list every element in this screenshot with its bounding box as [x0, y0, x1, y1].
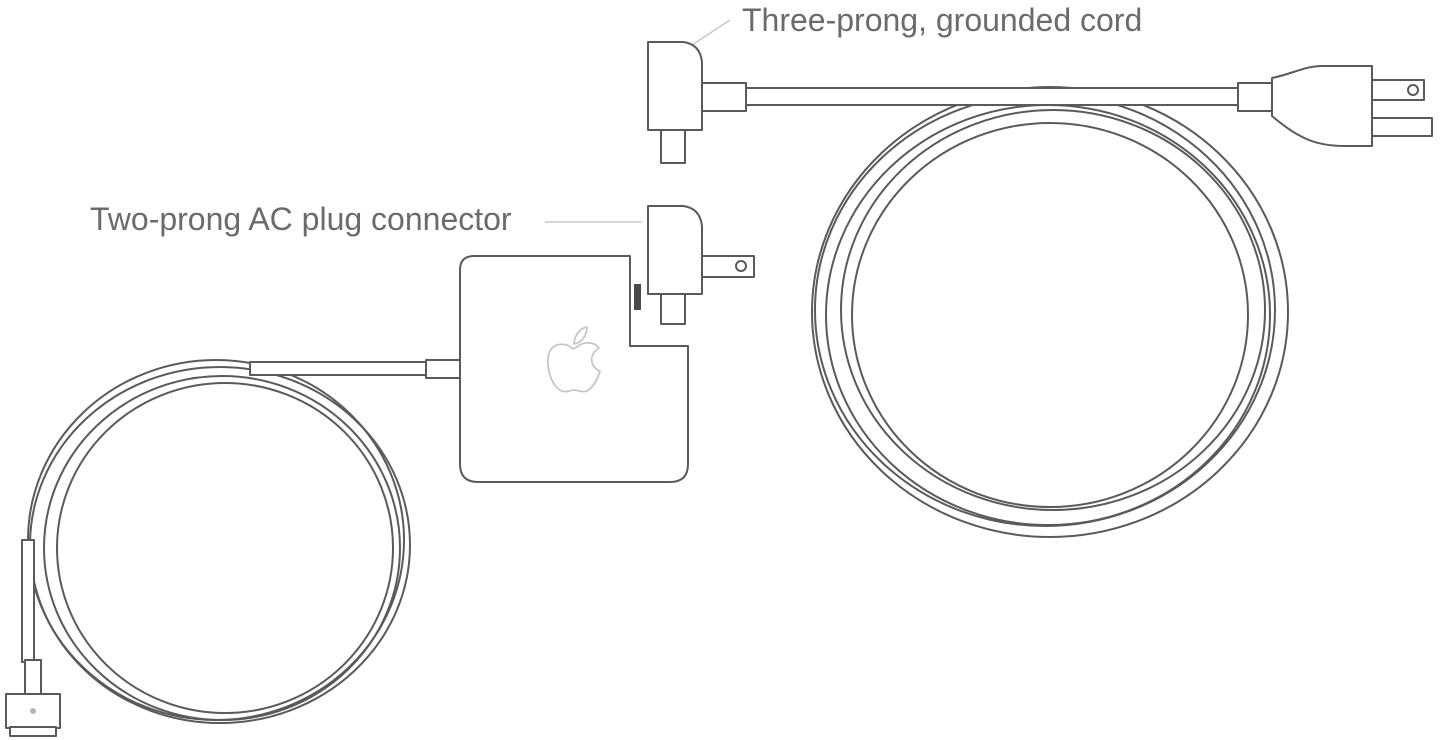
adapter-cable — [249, 361, 431, 376]
grounded-cord-adapter-end — [647, 41, 747, 164]
power-adapter — [27, 255, 689, 724]
magsafe-cable-end — [21, 539, 35, 663]
three-prong-plug — [1237, 65, 1433, 147]
flat-prong — [1371, 117, 1433, 137]
two-prong-connector-label: Two-prong AC plug connector — [90, 201, 512, 237]
three-prong-grounded-cord — [647, 41, 1433, 538]
two-prong-ac-plug-connector — [647, 205, 755, 325]
grounded-cord-coil — [811, 86, 1289, 538]
apple-logo-icon — [547, 326, 601, 393]
three-prong-cord-label: Three-prong, grounded cord — [742, 2, 1142, 38]
adapter-cable-coil — [27, 359, 411, 724]
magsafe-pin-icon — [30, 708, 36, 714]
grounded-cord-cable — [745, 87, 1241, 106]
adapter-body — [459, 255, 689, 483]
magsafe-connector — [5, 539, 61, 737]
plug-slot — [634, 284, 641, 310]
strain-relief — [425, 359, 461, 379]
